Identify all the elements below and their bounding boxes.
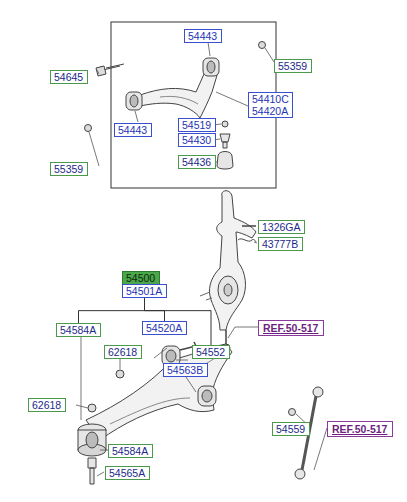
part-number-box: 54443 <box>184 29 222 43</box>
part-number: 54520A <box>146 322 183 334</box>
part-number: 54645 <box>54 71 84 83</box>
part-number: 1326GA <box>262 221 301 233</box>
nut <box>116 370 124 378</box>
pin <box>242 225 256 227</box>
part-number: 62618 <box>108 346 138 358</box>
part-number-box: 54520A <box>142 321 187 335</box>
part-number-box: 54500 <box>122 271 160 285</box>
part-number: 43777B <box>262 238 299 250</box>
part-number-box: 54563B <box>163 363 208 377</box>
part-number: 54430 <box>182 134 212 146</box>
dust-cover <box>217 152 233 170</box>
part-number: 54443 <box>188 30 218 42</box>
part-number: 54565A <box>109 467 146 479</box>
bolt <box>88 458 96 484</box>
part-number: 54436 <box>182 156 212 168</box>
part-number-box: 62618 <box>104 345 142 359</box>
bracket-line <box>145 298 165 321</box>
part-number-box: 54645 <box>50 70 88 84</box>
steering-knuckle <box>209 191 256 330</box>
part-number-box: 54584A <box>108 444 153 458</box>
part-number: 54500 <box>126 272 156 284</box>
part-number: 54563B <box>167 364 204 376</box>
part-number-box: 54565A <box>105 466 150 480</box>
ball-joint <box>220 134 230 148</box>
part-number-box: 43777B <box>258 237 303 251</box>
bushing <box>126 92 142 110</box>
part-number-box: 54501A <box>122 284 167 298</box>
part-number: 54552 <box>196 346 226 358</box>
part-number-box: 54436 <box>178 155 216 169</box>
part-number: 54501A <box>126 285 163 297</box>
part-number: 54559 <box>276 423 306 435</box>
part-number-box: 54430 <box>178 133 216 147</box>
part-number: 55359 <box>54 163 84 175</box>
part-number: 54443 <box>118 124 148 136</box>
part-number: 54584A <box>60 324 97 336</box>
part-number: REF.50-517 <box>263 322 319 334</box>
part-number: 54584A <box>112 445 149 457</box>
nut <box>259 42 266 49</box>
bushing <box>203 58 219 76</box>
part-number: 62618 <box>32 399 62 411</box>
nut <box>88 404 96 412</box>
part-number-box: 54443 <box>114 123 152 137</box>
part-number-box: 54519 <box>178 118 216 132</box>
reference-box: REF.50-517 <box>327 421 393 437</box>
nut <box>85 125 92 132</box>
nut <box>289 409 296 416</box>
part-number-box: 54552 <box>192 345 230 359</box>
hub <box>218 276 238 304</box>
lower-arm <box>86 344 232 440</box>
bracket-line <box>79 298 145 323</box>
part-number-box: 1326GA <box>258 220 305 234</box>
part-number: REF.50-517 <box>332 423 388 435</box>
part-number: 54410C <box>252 93 289 105</box>
cotter-pin <box>238 239 256 242</box>
reference-box: REF.50-517 <box>258 320 324 336</box>
nut <box>222 121 228 127</box>
part-number: 54420A <box>252 105 289 117</box>
part-number: 54519 <box>182 119 212 131</box>
bushing <box>198 386 216 406</box>
part-number-box: 54559 <box>272 422 310 436</box>
part-number-box: 62618 <box>28 398 66 412</box>
part-number-box: 54584A <box>56 323 101 337</box>
part-number: 55359 <box>278 60 308 72</box>
part-number-box: 54410C54420A <box>248 92 293 118</box>
part-number-box: 55359 <box>274 59 312 73</box>
part-number-box: 55359 <box>50 162 88 176</box>
leader-lines <box>76 42 327 476</box>
